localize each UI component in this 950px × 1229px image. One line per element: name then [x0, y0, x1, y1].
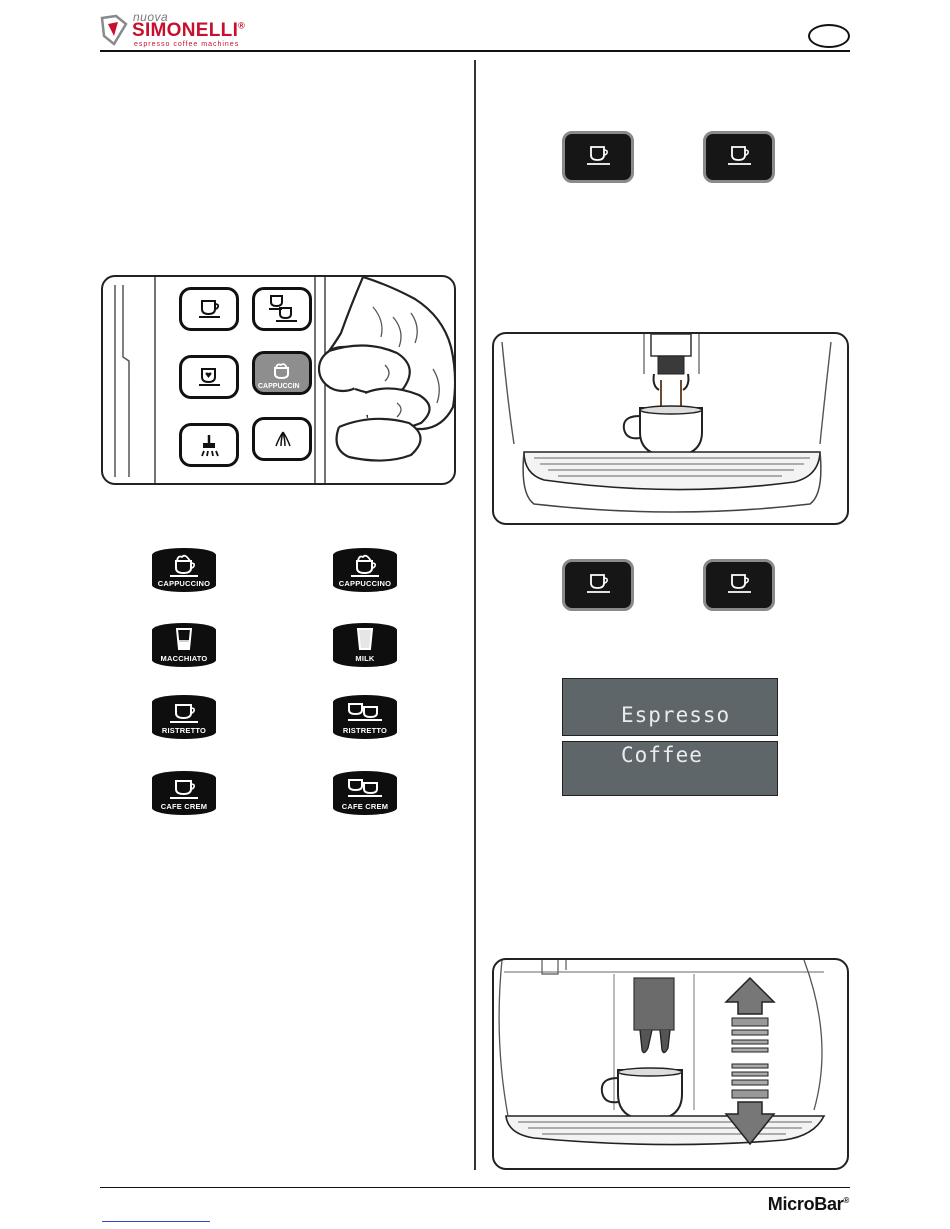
double-cup-icon [347, 775, 383, 803]
coffee-button [703, 131, 775, 183]
steam-icon [271, 428, 295, 452]
simonelli-logo: nuova SIMONELLI® espresso coffee machine… [100, 10, 280, 48]
ristretto-label-icon: RISTRETTO [152, 695, 216, 739]
label-text: CAPPUCCINO [152, 579, 216, 588]
cafe-crem-double-label-icon: CAFE CREM [333, 771, 397, 815]
cleaning-brush-icon [198, 434, 222, 460]
label-text: MACCHIATO [152, 654, 216, 663]
double-cup-icon [347, 699, 383, 727]
milk-label-icon: MILK [333, 623, 397, 667]
keypad-latte-key [179, 355, 239, 399]
cafe-crem-label-icon: CAFE CREM [152, 771, 216, 815]
nozzle-height-illustration [492, 958, 849, 1170]
macchiato-label-icon: MACCHIATO [152, 623, 216, 667]
column-divider [474, 60, 476, 1170]
label-text: CAFE CREM [333, 802, 397, 811]
dispensing-illustration [492, 332, 849, 525]
label-text: CAFE CREM [152, 802, 216, 811]
single-cup-icon [168, 699, 200, 727]
single-cup-icon [727, 144, 753, 168]
keypad-cleaning-key [179, 423, 239, 467]
macchiato-glass-icon [168, 627, 200, 655]
label-text: RISTRETTO [152, 726, 216, 735]
display-text-coffee: Coffee [621, 743, 703, 767]
logo-tagline: espresso coffee machines [134, 41, 239, 48]
cappuccino-cup-icon [271, 362, 295, 384]
coffee-button [703, 559, 775, 611]
footer-rule [100, 1187, 850, 1188]
heart-cup-icon [198, 366, 222, 388]
label-text: CAPPUCCINO [333, 579, 397, 588]
label-text: RISTRETTO [333, 726, 397, 735]
header-rule [100, 50, 850, 52]
single-cup-icon [198, 298, 222, 320]
ristretto-double-label-icon: RISTRETTO [333, 695, 397, 739]
label-text: MILK [333, 654, 397, 663]
espresso-button [562, 559, 634, 611]
keypad-illustration: CAPPUCCIN [101, 275, 456, 485]
single-cup-icon [168, 775, 200, 803]
hand-illustration [293, 277, 456, 485]
display-text-espresso: Espresso [621, 703, 730, 727]
espresso-button [562, 131, 634, 183]
milk-glass-icon [349, 627, 381, 655]
cappuccino-cup-icon [168, 552, 200, 580]
microbar-logo: MicroBar® [768, 1194, 849, 1215]
simonelli-emblem-icon [100, 14, 128, 46]
cappuccino-label-icon: CAPPUCCINO [152, 548, 216, 592]
dispenser-adjust-illustration [494, 960, 849, 1170]
cappuccino-label-icon: CAPPUCCINO [333, 548, 397, 592]
language-badge [808, 24, 850, 48]
logo-brand: SIMONELLI® [132, 20, 245, 42]
coffee-machine-illustration [494, 334, 849, 525]
footer-link-underline [102, 1221, 210, 1222]
single-cup-icon [586, 144, 612, 168]
coffee-display: Coffee [562, 741, 778, 796]
single-cup-icon [586, 572, 612, 596]
keypad-espresso-key [179, 287, 239, 331]
espresso-display: Espresso [562, 678, 778, 736]
cappuccino-cup-icon [349, 552, 381, 580]
single-cup-icon [727, 572, 753, 596]
